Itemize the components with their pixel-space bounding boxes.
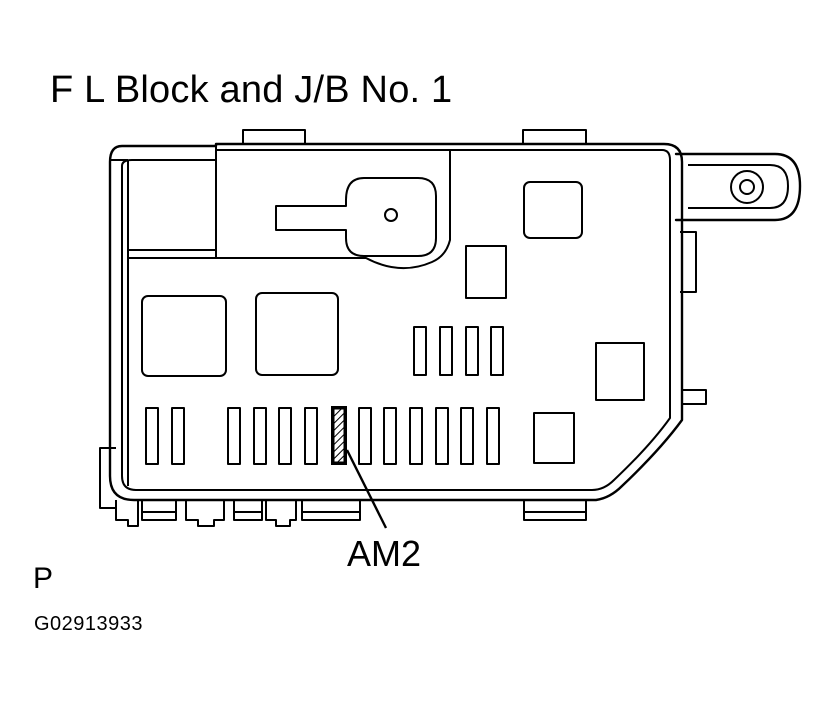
fuse-row-upper: [413, 326, 504, 376]
housing-inner-wall: [121, 149, 671, 491]
relay-top-right: [523, 181, 583, 239]
relay-right-low: [533, 412, 575, 464]
housing-outline: [108, 142, 684, 502]
mounting-bracket: [674, 152, 802, 222]
bottom-feet: [115, 500, 587, 527]
relay-large-left: [141, 295, 227, 377]
side-tabs: [99, 231, 707, 509]
relay-large-center: [255, 292, 339, 376]
key-bracket: [275, 177, 437, 257]
am2-callout-label: AM2: [347, 533, 422, 574]
callout-leader-line: [345, 449, 388, 529]
relay-small-center: [465, 245, 507, 299]
housing-left-lip: [110, 159, 129, 486]
top-tabs: [242, 129, 587, 144]
figure-id: G02913933: [34, 613, 144, 635]
fuse-row-lower: [145, 407, 500, 465]
am2-fuse-highlight: [331, 406, 347, 465]
upper-compartment: [128, 144, 451, 270]
relay-right-mid: [595, 342, 645, 401]
diagram-title: F L Block and J/B No. 1: [50, 69, 453, 111]
section-code: P: [33, 562, 54, 595]
